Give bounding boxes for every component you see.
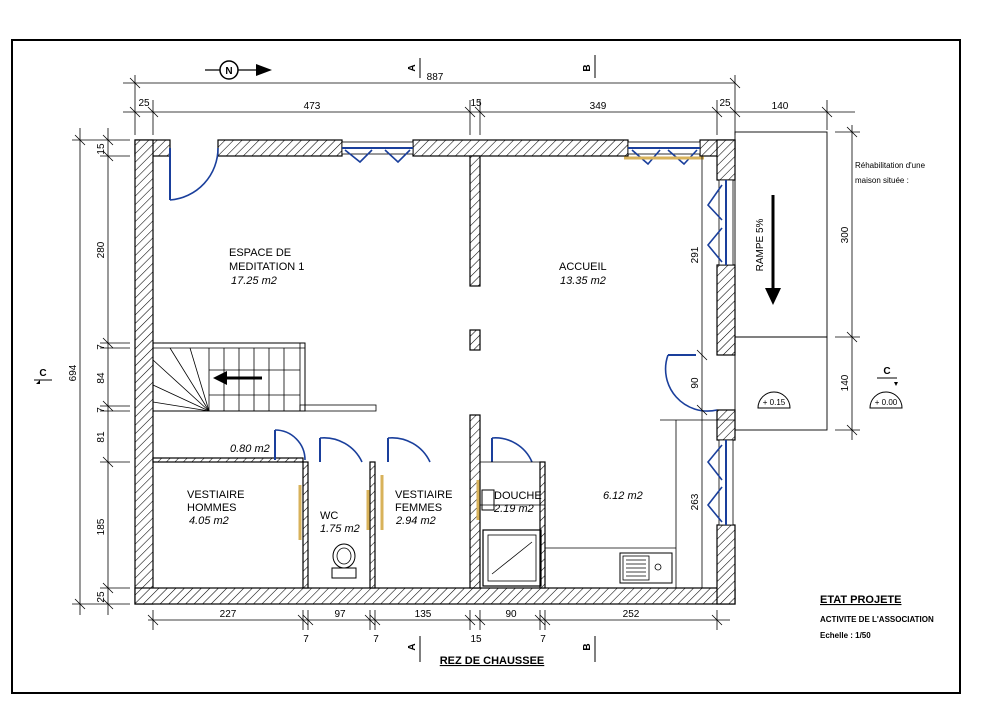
dim-bottom-7a: 7 xyxy=(303,634,309,645)
dim-top-wall-left: 25 xyxy=(138,98,150,109)
section-b-top: B xyxy=(582,64,593,71)
section-a-top: A xyxy=(407,64,418,71)
plan-title: REZ DE CHAUSSEE xyxy=(440,655,545,667)
room-vest-f-name-1: VESTIAIRE xyxy=(395,489,452,501)
room-wc-area: 1.75 m2 xyxy=(320,523,360,535)
walls xyxy=(134,139,736,605)
dim-right-263: 263 xyxy=(690,493,701,510)
dim-overall-width: 887 xyxy=(427,72,444,83)
room-vest-h-name-1: VESTIAIRE xyxy=(187,489,244,501)
dim-left-wall-top: 15 xyxy=(96,143,107,155)
room-meditation-name-2: MEDITATION 1 xyxy=(229,261,304,273)
dim-top-span-left: 473 xyxy=(304,101,321,112)
dim-left-81: 81 xyxy=(96,431,107,443)
north-label: N xyxy=(225,66,232,77)
level-ground: + 0.00 xyxy=(875,398,898,407)
dim-left-280: 280 xyxy=(96,241,107,258)
dim-bottom-15: 15 xyxy=(470,634,482,645)
dimension-lines xyxy=(72,75,860,630)
doors xyxy=(169,147,718,540)
room-vest-f-name-2: FEMMES xyxy=(395,502,442,514)
ramp xyxy=(734,131,903,431)
dim-ramp-300: 300 xyxy=(840,226,851,243)
project-activity: ACTIVITE DE L'ASSOCIATION xyxy=(820,615,934,624)
project-description-1: Réhabilitation d'une xyxy=(855,161,926,170)
room-meditation-name-1: ESPACE DE xyxy=(229,247,291,259)
room-hall-area: 6.12 m2 xyxy=(603,490,643,502)
dim-left-185: 185 xyxy=(96,518,107,535)
dim-bottom-7c: 7 xyxy=(540,634,546,645)
fixtures xyxy=(331,419,735,588)
room-wc-name: WC xyxy=(320,510,338,522)
dim-bottom-252: 252 xyxy=(623,609,640,620)
room-vest-h-name-2: HOMMES xyxy=(187,502,237,514)
dim-top-span-right: 349 xyxy=(590,101,607,112)
room-douche-name: DOUCHE xyxy=(494,490,542,502)
room-vest-f-area: 2.94 m2 xyxy=(395,515,436,527)
room-accueil-name: ACCUEIL xyxy=(559,261,607,273)
dim-top-wall-mid: 15 xyxy=(470,98,482,109)
north-arrow xyxy=(205,60,272,80)
ramp-label: RAMPE 5% xyxy=(755,218,766,271)
room-meditation-area: 17.25 m2 xyxy=(231,275,277,287)
dim-bottom-135: 135 xyxy=(415,609,432,620)
project-state: ETAT PROJETE xyxy=(820,594,902,606)
section-c-left: C xyxy=(39,368,46,379)
windows xyxy=(341,141,734,526)
dim-bottom-227: 227 xyxy=(220,609,237,620)
dim-bottom-90: 90 xyxy=(505,609,517,620)
room-vest-h-area: 4.05 m2 xyxy=(189,515,229,527)
project-scale: Echelle : 1/50 xyxy=(820,631,871,640)
dim-top-wall-right: 25 xyxy=(719,98,731,109)
dim-left-84: 84 xyxy=(96,372,107,384)
dim-bottom-7b: 7 xyxy=(373,634,379,645)
sheet-border xyxy=(11,39,961,694)
section-c-right: C xyxy=(883,366,890,377)
dim-left-7a: 7 xyxy=(96,344,107,350)
dim-left-wall-bottom: 25 xyxy=(96,591,107,603)
room-douche-area: 2.19 m2 xyxy=(493,503,534,515)
room-stair-area: 0.80 m2 xyxy=(230,443,270,455)
section-b-bottom: B xyxy=(582,643,593,650)
dim-left-7b: 7 xyxy=(96,407,107,413)
dim-left-overall: 694 xyxy=(68,364,79,381)
dim-ramp-width: 140 xyxy=(772,101,789,112)
level-landing: + 0.15 xyxy=(763,398,786,407)
section-a-bottom: A xyxy=(407,643,418,650)
staircase xyxy=(152,342,377,412)
dim-bottom-97: 97 xyxy=(334,609,346,620)
section-markers xyxy=(34,55,898,662)
project-description-2: maison située : xyxy=(855,176,909,185)
dim-right-90: 90 xyxy=(690,377,701,389)
dim-ramp-140: 140 xyxy=(840,374,851,391)
dim-right-291: 291 xyxy=(690,246,701,263)
room-accueil-area: 13.35 m2 xyxy=(560,275,606,287)
